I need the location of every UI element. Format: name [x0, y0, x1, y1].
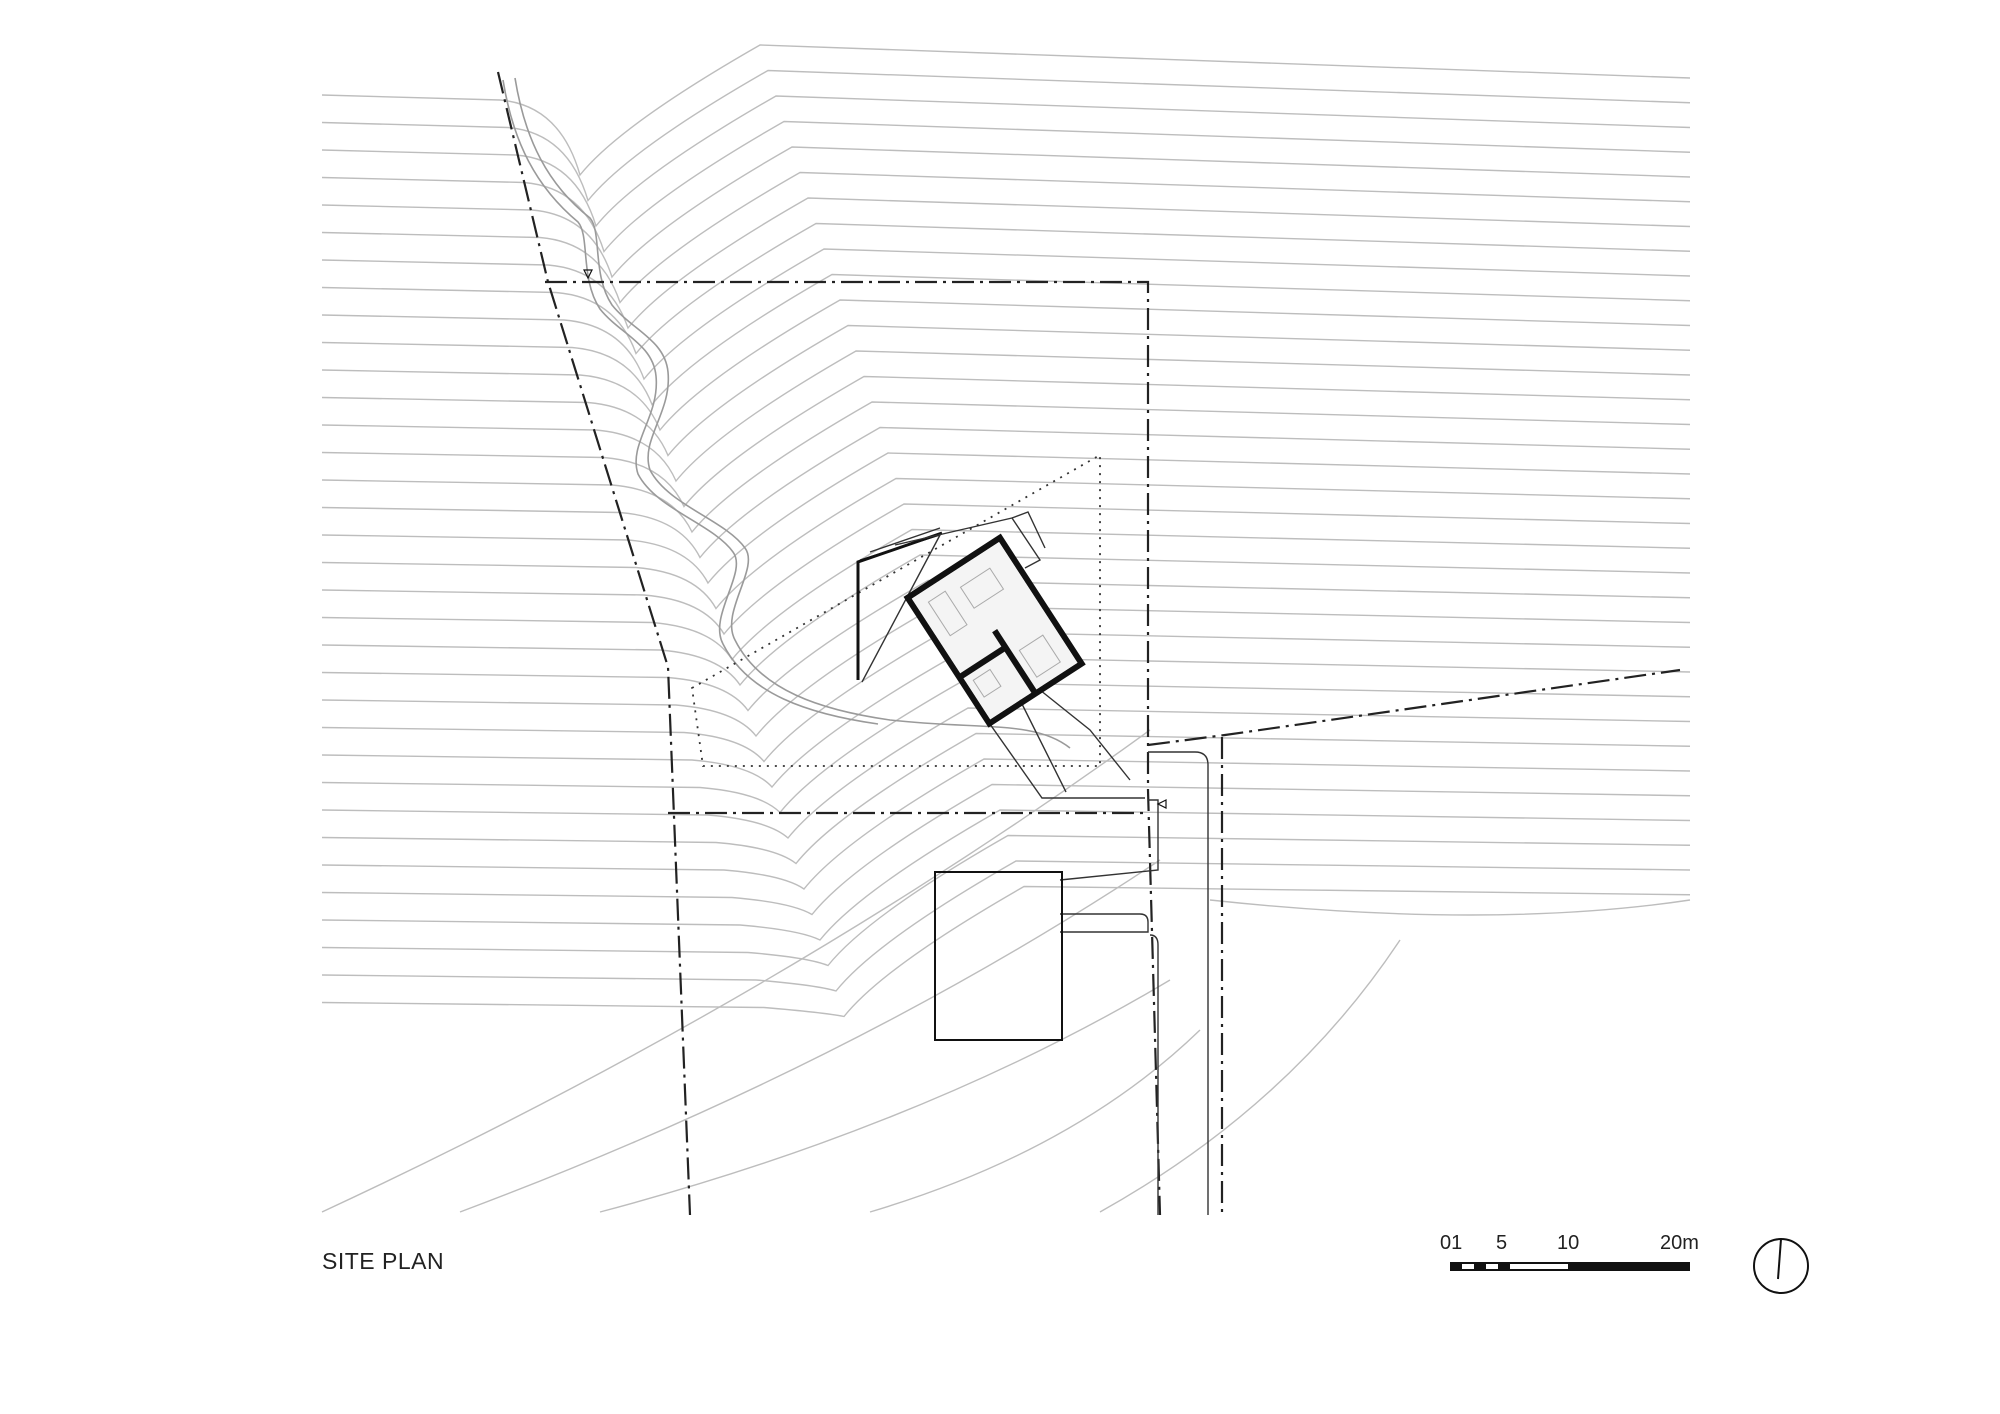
contour-line	[321, 732, 1691, 865]
contour-line	[321, 707, 1691, 840]
access-road-spur	[1060, 913, 1149, 933]
entry-marker-north	[583, 269, 593, 280]
contour-line	[321, 860, 1691, 992]
contour-line	[321, 579, 1691, 712]
house-plan	[903, 533, 1086, 728]
contour-line	[321, 681, 1691, 814]
contour-line	[321, 146, 1691, 279]
contour-line	[321, 885, 1691, 1018]
contour-line	[459, 859, 1161, 1213]
contour-line	[321, 375, 1691, 508]
access-road	[1148, 751, 1209, 1215]
contour-line	[1209, 899, 1691, 916]
contour-line	[321, 401, 1691, 534]
entry-deck	[894, 517, 1042, 569]
contour-line	[321, 350, 1691, 483]
contour-line	[321, 324, 1691, 457]
building-envelope	[691, 453, 1101, 767]
contour-line	[1099, 939, 1401, 1213]
garage-building	[934, 871, 1063, 1041]
contour-line	[321, 452, 1691, 585]
contour-line	[321, 44, 1691, 177]
contour-line	[321, 273, 1691, 406]
contour-line	[321, 605, 1691, 738]
access-road-west	[1059, 799, 1159, 881]
contour-line	[321, 630, 1691, 763]
contour-line	[321, 248, 1691, 381]
contour-line	[321, 120, 1691, 253]
contour-line	[321, 834, 1691, 967]
footpath	[514, 77, 1071, 749]
scale-tick-label: 01	[1440, 1232, 1463, 1254]
scale-tick-label: 10	[1557, 1232, 1580, 1254]
contour-lines	[321, 44, 1691, 1213]
contour-line	[869, 1029, 1201, 1213]
contour-line	[321, 69, 1691, 202]
contour-line	[321, 95, 1691, 228]
scale-tick-label: 5	[1496, 1232, 1508, 1254]
north-arrow-icon	[1753, 1238, 1809, 1294]
contour-line	[321, 503, 1691, 636]
property-boundary-top	[545, 280, 1162, 1216]
retaining-wall-west	[856, 531, 943, 680]
property-boundary-east	[1147, 668, 1681, 747]
contour-line	[321, 554, 1691, 687]
contour-line	[321, 758, 1691, 890]
contour-line	[321, 222, 1691, 355]
contour-line	[321, 656, 1691, 789]
contour-line	[321, 299, 1691, 432]
contour-line	[321, 809, 1691, 941]
contour-line	[321, 477, 1691, 610]
contour-line	[321, 426, 1691, 559]
contour-line	[321, 171, 1691, 304]
scale-tick-label: 20m	[1660, 1232, 1699, 1254]
entry-marker-east	[1156, 799, 1167, 809]
contour-line	[321, 783, 1691, 916]
property-boundary	[496, 71, 692, 1216]
access-road-lower	[1149, 934, 1159, 1215]
contour-line	[321, 729, 1151, 1213]
contour-line	[321, 197, 1691, 330]
footpath-edge	[502, 79, 879, 725]
drawing-title: SITE PLAN	[322, 1248, 445, 1274]
scale-bar	[1450, 1262, 1690, 1271]
terrace-edge	[1011, 511, 1046, 549]
